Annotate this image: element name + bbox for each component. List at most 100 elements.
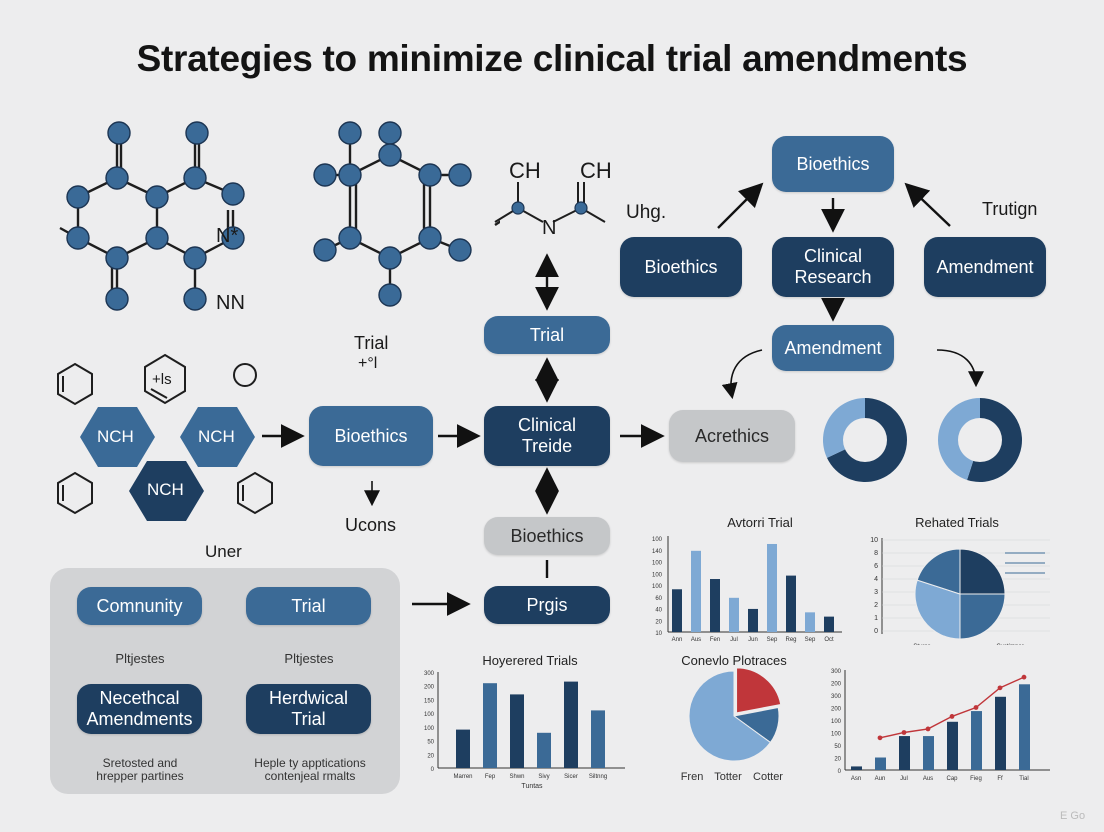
chart4-slice	[736, 667, 782, 714]
chart5-y-tick: 200	[831, 707, 842, 713]
chart4-slice	[688, 670, 772, 762]
chart3-y-tick: 300	[424, 671, 435, 677]
uner-label: Uner	[205, 542, 242, 561]
chart5-bar	[1019, 684, 1030, 770]
hex-label-1: NCH	[97, 427, 134, 446]
chart4-title: Conevlo Plotraces	[681, 653, 787, 668]
donut-chart-1	[823, 398, 907, 482]
community-node: Comnunity	[77, 587, 202, 625]
donut-hole	[958, 418, 1002, 462]
hexagon-cluster	[57, 353, 273, 521]
chart5-bar	[899, 736, 910, 770]
donut-1-segments	[823, 398, 907, 482]
chart5-bar	[875, 757, 886, 770]
chart3-bar	[456, 729, 470, 768]
chart2-legend-label: Stures	[913, 644, 930, 645]
bioethics-node-right-flow: Bioethics	[620, 237, 742, 297]
donut-hole	[843, 418, 887, 462]
chart5-x-tick: Aun	[875, 776, 886, 782]
amendment-node-bottom: Amendment	[772, 325, 894, 371]
chart3-x-caption: Tuntas	[521, 783, 543, 790]
chart2-y-tick: 4	[874, 576, 878, 583]
ch-right-label: CH	[580, 158, 612, 183]
chart5-y-tick: 20	[834, 757, 841, 763]
chart2-slice	[914, 579, 961, 640]
amendment-node-right: Amendment	[924, 237, 1046, 297]
chart3-y-tick: 100	[424, 712, 435, 718]
chart3-bar	[483, 683, 497, 768]
chart3-bar	[510, 694, 524, 768]
chart1-bar	[672, 589, 682, 632]
chart1-y-tick: 100	[652, 572, 663, 578]
trial-caption: Trial	[354, 333, 389, 353]
chart3-y-tick: 150	[424, 698, 435, 704]
chart3-x-tick: Sivy	[538, 774, 549, 780]
n-label: N	[542, 217, 557, 239]
chart5-x-tick: Fieg	[970, 776, 982, 782]
chart5-y-tick: 100	[831, 719, 842, 725]
chart2-slice	[959, 548, 1006, 595]
chart3-y-tick: 20	[427, 753, 434, 759]
chart5-y-tick: 200	[831, 682, 842, 688]
chart1-y-tick: 100	[652, 584, 663, 590]
ucons-label: Ucons	[345, 515, 397, 535]
chart2-y-tick: 6	[874, 563, 878, 570]
chart1-x-tick: Aus	[691, 637, 701, 643]
chart5-x-tick: Asn	[851, 776, 861, 782]
uhg-label: Uhg.	[626, 202, 667, 223]
chart3-y-tick: 100	[424, 726, 435, 732]
chart1-bar	[748, 608, 758, 632]
necethcal-amendments-node: Necethcal Amendments	[77, 684, 202, 734]
chart1-x-tick: Jul	[730, 637, 738, 643]
chart4-legend-label: Cotter	[753, 771, 783, 783]
chart2-y-tick: 2	[874, 602, 878, 609]
chart1-x-tick: Sep	[805, 637, 816, 643]
trutign-label: Trutign	[982, 199, 1038, 219]
chart3-x-tick: Shwn	[509, 774, 524, 780]
chart-rehated-trials: Rehated Trials 108643210SturesCustimner	[870, 515, 1050, 645]
chart1-bar	[710, 579, 720, 632]
herdwical-trial-node: Herdwical Trial	[246, 684, 371, 734]
prgis-node: Prgis	[484, 586, 610, 624]
molecule-label-n-star: N*	[216, 225, 239, 247]
chart3-x-tick: Fep	[485, 774, 496, 780]
chart5-x-tick: Cap	[946, 776, 958, 782]
plus-caption: +°l	[358, 355, 378, 372]
molecule-illustrations	[59, 121, 500, 311]
chart1-y-tick: 10	[655, 631, 662, 637]
molecule-label-nn: NN	[216, 292, 245, 314]
chart1-y-tick: 40	[655, 608, 662, 614]
clinical-research-node: Clinical Research	[772, 237, 894, 297]
chart1-y-tick: 60	[655, 596, 662, 602]
bioethics-node-left: Bioethics	[309, 406, 433, 466]
hex-label-2: NCH	[198, 427, 235, 446]
chart1-bar	[824, 616, 834, 632]
chart3-x-tick: Marren	[453, 774, 472, 780]
chart5-y-tick: 300	[831, 694, 842, 700]
chart2-y-tick: 1	[874, 615, 878, 622]
trial-node: Trial	[484, 316, 610, 354]
chart5-x-tick: Ff	[997, 776, 1003, 782]
chart4-legend-label: Fren	[681, 771, 704, 783]
chart3-x-tick: Sicer	[564, 774, 578, 780]
chart5-bar	[947, 721, 958, 770]
chart1-x-tick: Reg	[785, 637, 796, 643]
chart3-y-tick: 0	[431, 767, 435, 773]
chart1-bar	[805, 612, 815, 632]
chart1-bar	[786, 575, 796, 632]
chart2-y-tick: 10	[870, 537, 878, 544]
chart1-y-tick: 20	[655, 619, 662, 625]
chart3-title: Hoyerered Trials	[482, 653, 578, 668]
bioethics-gray-node: Bioethics	[484, 517, 610, 555]
chart2-title: Rehated Trials	[915, 515, 999, 530]
ch-left-label: CH	[509, 158, 541, 183]
chart5-x-tick: Tial	[1019, 776, 1028, 782]
chart-hoyerered-trials: Hoyerered Trials Tuntas 3002001501001005…	[424, 653, 625, 790]
chart3-bar	[564, 681, 578, 768]
chart1-x-tick: Ann	[672, 637, 683, 643]
chart2-y-tick: 3	[874, 589, 878, 596]
chart5-line	[879, 676, 1025, 739]
chart5-y-tick: 0	[838, 769, 842, 775]
